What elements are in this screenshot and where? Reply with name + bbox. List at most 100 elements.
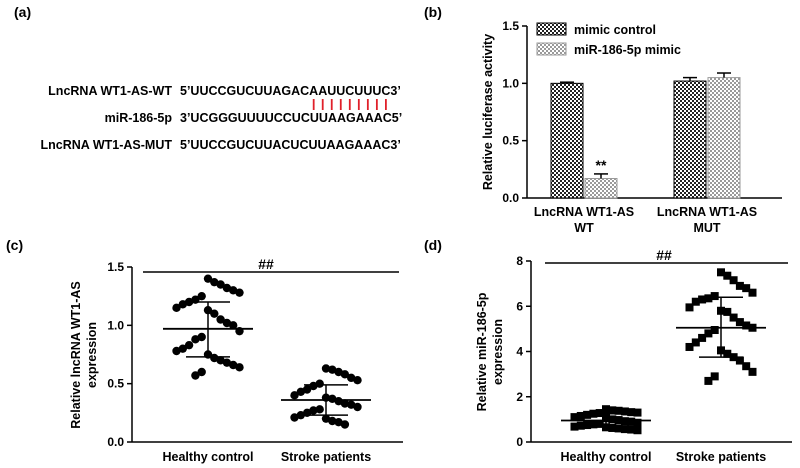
c-y-tick-label: 1.5 [107, 260, 124, 274]
d-data-point [602, 405, 610, 414]
b-y-ticks: 0.00.51.01.5 [502, 19, 527, 205]
b-x-tick-label: MUT [693, 221, 720, 235]
d-data-point [748, 288, 757, 297]
c-data-point [353, 375, 362, 385]
seq-mut: 5’UUCCGUCUUACUCUUAAGAAAC3’ [180, 138, 401, 152]
c-data-point [172, 303, 181, 313]
d-data-point [602, 423, 610, 432]
c-data-point [203, 274, 213, 283]
c-data-point [328, 394, 337, 404]
c-points [172, 274, 362, 429]
d-points [570, 268, 757, 435]
b-y-tick-label: 1.5 [502, 19, 519, 33]
c-data-point [353, 402, 362, 412]
c-y-tick-label: 0.5 [107, 377, 124, 391]
d-y-axis-label-line1: Relative miR-186-5p [475, 292, 489, 411]
c-data-point [178, 344, 187, 353]
bar [673, 80, 707, 199]
d-data-point [723, 271, 732, 280]
d-data-point [748, 367, 757, 376]
significance-mark: ** [596, 157, 607, 173]
b-bars: ** [550, 72, 741, 199]
base-pair-markers [312, 99, 387, 110]
panel-label-a: (a) [14, 4, 31, 20]
c-data-point [235, 288, 244, 297]
d-data-point [685, 342, 694, 351]
d-data-point [704, 294, 713, 303]
d-data-point [685, 303, 694, 312]
seq-mirna: 3’UCGGGUUUUCCUCUUAAGAAAC5’ [180, 111, 402, 125]
c-data-point [229, 321, 238, 330]
c-data-point [290, 413, 299, 422]
bar [584, 178, 618, 199]
d-data-point [698, 333, 707, 342]
d-data-point [608, 423, 617, 432]
c-data-point [197, 367, 206, 377]
d-x-label-stroke: Stroke patients [676, 450, 766, 464]
d-data-point [723, 307, 732, 316]
c-data-point [191, 335, 200, 344]
bar [707, 77, 741, 199]
luciferase-bar-chart: Relative luciferase activity 0.00.51.01.… [481, 19, 782, 235]
c-data-point [290, 391, 299, 400]
d-y-tick-label: 0 [516, 435, 523, 449]
c-data-point [197, 291, 206, 301]
c-data-point [178, 300, 187, 309]
c-data-point [328, 416, 337, 426]
seq-wt: 5’UUCCGUCUUAGACAAUUCUUUC3’ [180, 84, 401, 98]
c-data-point [216, 315, 225, 324]
c-data-point [334, 417, 343, 427]
b-x-tick-label: LncRNA WT1-AS [657, 205, 757, 219]
b-x-tick-label: WT [574, 221, 594, 235]
legend-label-mimic-control: mimic control [574, 23, 656, 37]
d-mean-sd [561, 296, 766, 427]
d-data-point [614, 406, 623, 415]
d-data-point [633, 418, 642, 427]
b-x-tick-labels: LncRNA WT1-AS WT LncRNA WT1-AS MUT [534, 205, 757, 235]
c-data-point [222, 318, 232, 328]
c-data-point [334, 367, 343, 377]
d-y-axis-label-line2: expression [491, 319, 505, 385]
d-significance-mark: ## [656, 247, 672, 263]
c-x-label-stroke: Stroke patients [281, 450, 371, 464]
d-data-point [742, 362, 751, 371]
c-data-point [347, 400, 356, 409]
seq-name-wt: LncRNA WT1-AS-WT [48, 84, 172, 98]
c-data-point [302, 385, 312, 394]
b-y-tick-label: 0.5 [502, 134, 519, 148]
c-data-point [216, 356, 225, 365]
b-x-tick-label: LncRNA WT1-AS [534, 205, 634, 219]
panel-label-b: (b) [424, 4, 442, 20]
d-data-point [620, 407, 629, 416]
c-data-point [229, 360, 238, 370]
c-data-point [340, 420, 350, 429]
legend-swatch-mimic-control [536, 22, 567, 36]
c-data-point [340, 399, 350, 408]
d-data-point [633, 426, 642, 435]
c-data-point [172, 346, 181, 356]
d-data-point [633, 408, 642, 417]
c-data-point [222, 283, 232, 293]
d-data-point [627, 425, 636, 434]
d-data-point [717, 268, 725, 277]
d-y-tick-label: 4 [516, 345, 523, 359]
c-data-point [296, 410, 305, 420]
c-y-axis-label-line2: expression [85, 322, 99, 388]
c-data-point [334, 396, 343, 406]
c-data-point [184, 340, 194, 350]
c-data-point [191, 371, 200, 380]
c-data-point [210, 277, 219, 287]
d-data-point [729, 313, 738, 322]
d-data-point [710, 372, 719, 381]
c-data-point [315, 405, 324, 414]
c-y-tick-label: 1.0 [107, 318, 124, 332]
d-data-point [589, 420, 598, 429]
c-data-point [197, 332, 206, 342]
d-y-tick-label: 8 [516, 254, 523, 268]
c-data-point [309, 381, 318, 391]
d-data-point [620, 425, 629, 434]
legend-label-mir-mimic: miR-186-5p mimic [574, 43, 681, 57]
d-data-point [735, 356, 744, 365]
c-data-point [309, 406, 318, 415]
